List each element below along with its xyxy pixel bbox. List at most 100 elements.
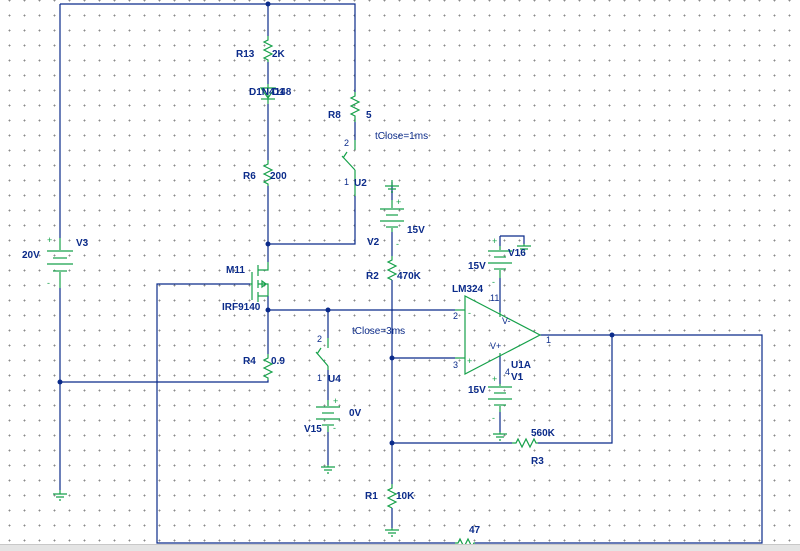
- label-v3-plus: +: [47, 235, 52, 245]
- label-vplus: V+: [490, 341, 501, 351]
- label-u4: U4: [328, 374, 341, 385]
- resistor-r3[interactable]: [512, 437, 538, 449]
- label-v2-value: 15V: [407, 225, 425, 236]
- label-r3-value: 560K: [531, 428, 556, 439]
- diode-d1[interactable]: [259, 84, 277, 104]
- wire-v16-gnd[interactable]: [500, 235, 525, 244]
- label-v15-minus: -: [333, 423, 336, 433]
- junction: [265, 307, 271, 313]
- ground-symbols: [53, 180, 531, 537]
- horizontal-scrollbar[interactable]: [0, 544, 800, 551]
- label-v2: V2: [367, 237, 380, 248]
- resistor-r13[interactable]: [262, 36, 274, 62]
- label-r8-value: 5: [366, 110, 372, 121]
- label-u4-tclose: tClose=3ms: [352, 326, 405, 337]
- ground-v15: [321, 465, 335, 474]
- label-u1a: U1A: [511, 360, 531, 371]
- label-m11-model: IRF9140: [222, 302, 261, 313]
- label-v16: V16: [508, 248, 526, 259]
- label-v1-minus: -: [492, 413, 495, 423]
- label-pin-11: 11: [490, 293, 499, 303]
- resistor-r8[interactable]: [349, 92, 361, 122]
- label-r47-value: 47: [469, 525, 481, 536]
- ground-v16: [517, 244, 531, 253]
- label-v2-minus: -: [396, 239, 399, 249]
- junction: [325, 307, 331, 313]
- label-pin-4: 4: [505, 367, 510, 377]
- label-opamp-minus: -: [468, 308, 471, 318]
- label-v15-value: 0V: [349, 408, 362, 419]
- label-v3-value: 20V: [22, 250, 40, 261]
- label-v1-value: 15V: [468, 385, 486, 396]
- wire-r4-return[interactable]: [60, 380, 269, 383]
- source-v2[interactable]: [380, 200, 404, 232]
- ground-v1: [493, 432, 507, 441]
- label-v3: V3: [76, 238, 89, 249]
- label-u4-pin-2: 2: [317, 334, 322, 344]
- junction: [609, 332, 615, 338]
- label-v1: V1: [511, 372, 524, 383]
- label-v15: V15: [304, 424, 322, 435]
- label-r8: R8: [328, 110, 341, 121]
- label-v1-plus: +: [492, 374, 497, 384]
- label-v16-value: 15V: [468, 261, 486, 272]
- junction: [389, 355, 395, 361]
- source-v3[interactable]: [47, 238, 73, 288]
- junction: [57, 379, 63, 385]
- label-r3: R3: [531, 456, 544, 467]
- label-r13-value: 2K: [272, 49, 286, 60]
- ground-r1: [385, 528, 399, 537]
- label-pin-3: 3: [453, 360, 458, 370]
- label-v16-minus: -: [492, 277, 495, 287]
- junction: [265, 241, 271, 247]
- source-v15[interactable]: [316, 400, 340, 432]
- label-u2-pin-2: 2: [344, 138, 349, 148]
- resistor-r4[interactable]: [262, 354, 274, 380]
- junctions: [57, 1, 615, 446]
- label-v16-plus: +: [492, 236, 497, 246]
- label-r1-value: 10K: [396, 491, 415, 502]
- wire-u2-return[interactable]: [268, 196, 356, 245]
- label-lm324: LM324: [452, 284, 484, 295]
- wire-r3-right[interactable]: [538, 335, 613, 444]
- switch-u4[interactable]: [315, 338, 329, 370]
- label-r13: R13: [236, 49, 255, 60]
- label-vminus: V-: [502, 316, 511, 326]
- label-r2: R2: [366, 271, 379, 282]
- label-v2-plus: +: [396, 197, 401, 207]
- label-d1-ref: D1: [272, 87, 285, 98]
- label-pin-1: 1: [546, 335, 551, 345]
- label-pin-2: 2: [453, 311, 458, 321]
- ground-v3: [53, 490, 67, 501]
- label-r2-value: 470K: [397, 271, 422, 282]
- wire-top-rail[interactable]: [60, 3, 356, 92]
- label-r6: R6: [243, 171, 256, 182]
- label-m11: M11: [226, 265, 245, 276]
- label-u2: U2: [354, 178, 367, 189]
- label-u2-pin-1: 1: [344, 177, 349, 187]
- label-u4-pin-1: 1: [317, 373, 322, 383]
- resistor-47[interactable]: [455, 537, 475, 549]
- label-opamp-plus: +: [467, 356, 472, 366]
- switch-u2[interactable]: [341, 140, 356, 196]
- label-r4: R4: [243, 356, 256, 367]
- source-v16[interactable]: [488, 246, 512, 278]
- wire-feedback-47[interactable]: [475, 334, 763, 544]
- opamp-u1a[interactable]: [455, 295, 542, 375]
- source-v1[interactable]: [488, 384, 512, 412]
- resistor-r2[interactable]: [386, 256, 398, 281]
- junction: [265, 1, 271, 7]
- junction: [389, 440, 395, 446]
- label-r6-value: 200: [270, 171, 287, 182]
- wire-gate-loop[interactable]: [156, 283, 455, 544]
- wires: [59, 3, 763, 544]
- mosfet-m11[interactable]: [250, 262, 269, 302]
- label-r1: R1: [365, 491, 378, 502]
- label-v3-minus: -: [47, 278, 50, 288]
- ground-v2: [385, 180, 399, 193]
- resistor-r6[interactable]: [262, 160, 274, 186]
- label-r4-value: 0.9: [271, 356, 285, 367]
- resistor-r1[interactable]: [386, 484, 398, 509]
